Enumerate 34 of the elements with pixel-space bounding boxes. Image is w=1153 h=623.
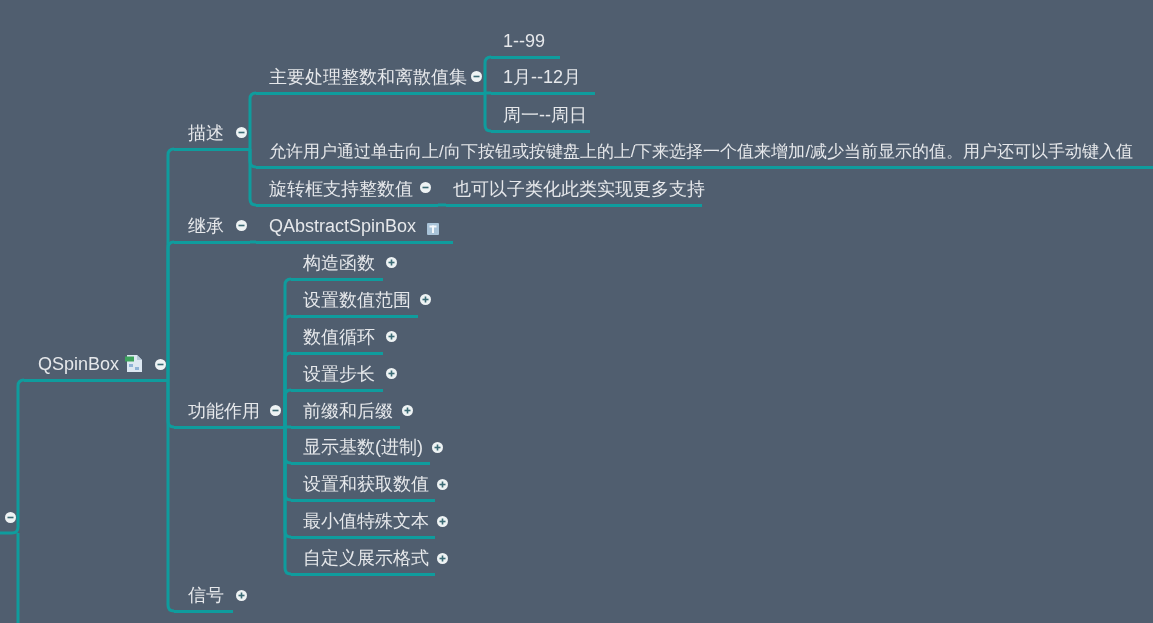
topic: 信号	[174, 580, 233, 613]
branch-line	[283, 427, 293, 576]
topic: 设置步长	[291, 359, 383, 392]
topic: 1月--12月	[491, 62, 595, 95]
topic: 数值循环	[291, 322, 383, 355]
topic: 旋转框支持整数值	[256, 174, 438, 207]
topic: 周一--周日	[491, 100, 590, 133]
branch-line	[166, 380, 176, 613]
branch-line	[483, 55, 493, 93]
branch-line	[285, 425, 291, 429]
topic: 构造函数	[291, 248, 383, 281]
topic: QSpinBox	[24, 349, 168, 382]
topic: 主要处理整数和离散值集	[256, 62, 485, 95]
topic: 继承	[174, 211, 250, 244]
branch-line	[248, 91, 258, 149]
topic: 允许用户通过单击向上/向下按钮或按键盘上的上/下来选择一个值来增加/减少当前显示的值。用户还可以手动键入值	[256, 136, 1153, 169]
topic: 设置数值范围	[291, 285, 418, 318]
branch-line	[483, 93, 493, 133]
topic: 前缀和后缀	[291, 396, 400, 429]
branch-line	[0, 378, 25, 535]
topic: 功能作用	[174, 396, 285, 429]
branch-line	[438, 203, 446, 207]
branch-line	[166, 240, 176, 380]
topic: 自定义展示格式	[291, 543, 435, 576]
branch-line	[250, 240, 256, 244]
branch-line	[248, 149, 258, 207]
topic: 最小值特殊文本	[291, 506, 435, 539]
topic: QAbstractSpinBox	[256, 211, 453, 244]
branch-line	[485, 91, 491, 95]
topic: 描述	[174, 118, 250, 151]
branch-line	[283, 388, 293, 427]
topic: 1--99	[491, 26, 560, 59]
topic: 显示基数(进制)	[291, 432, 430, 465]
topic: 设置和获取数值	[291, 469, 435, 502]
